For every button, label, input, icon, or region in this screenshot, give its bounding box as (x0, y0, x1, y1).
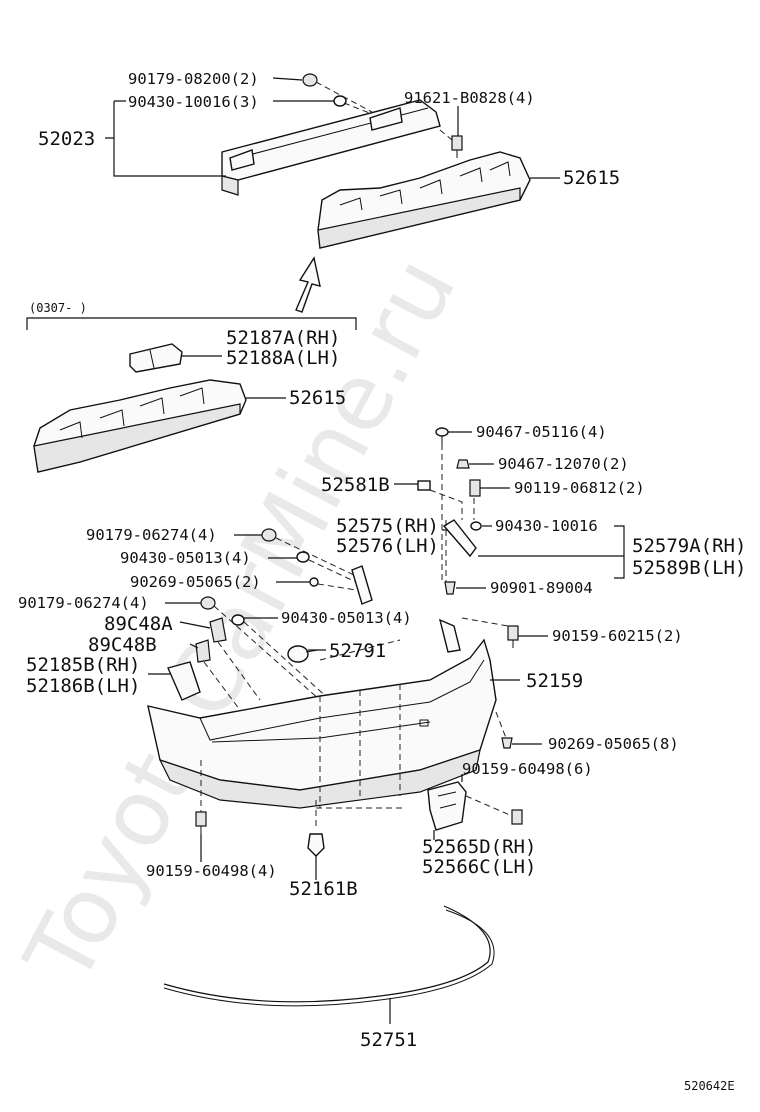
label-90159-60215: 90159-60215(2) (552, 627, 683, 645)
support-52575[interactable] (442, 519, 477, 558)
label-90269-05065-8: 90269-05065(8) (548, 735, 679, 753)
label-52589B: 52589B(LH) (632, 557, 746, 579)
label-52187A: 52187A(RH) (226, 327, 340, 349)
bracket-89C48A[interactable] (209, 617, 227, 643)
label-90430-05013-a: 90430-05013(4) (120, 549, 251, 567)
absorber-52615-mid[interactable] (33, 379, 247, 473)
bracket-89C48B[interactable] (195, 639, 211, 663)
absorber-52615-top[interactable] (317, 151, 531, 249)
reinforcement-52023[interactable] (221, 99, 441, 196)
bracket-52565D[interactable] (427, 781, 467, 831)
label-52791: 52791 (329, 640, 386, 662)
label-52615-top: 52615 (563, 167, 620, 189)
label-52615-mid: 52615 (289, 387, 346, 409)
label-90269-05065-2: 90269-05065(2) (130, 573, 261, 591)
label-52579A: 52579A(RH) (632, 535, 746, 557)
label-90119-06812: 90119-06812(2) (514, 479, 645, 497)
bolt-90119-06812[interactable] (469, 479, 481, 497)
label-90179-08200: 90179-08200(2) (128, 70, 259, 88)
label-90901-89004: 90901-89004 (490, 579, 593, 597)
clip-52581B[interactable] (417, 480, 431, 491)
retainer-52185B[interactable] (167, 661, 201, 701)
bolt-90159-60498-4[interactable] (195, 811, 207, 834)
clip-90467-12070[interactable] (456, 459, 470, 469)
washer-90430-05013-a[interactable] (296, 551, 310, 563)
bolt-90179-08200[interactable] (302, 73, 318, 87)
label-90430-10016-3: 90430-10016(3) (128, 93, 259, 111)
label-90179-06274-a: 90179-06274(4) (86, 526, 217, 544)
direction-arrow (295, 256, 321, 313)
label-52576: 52576(LH) (336, 535, 439, 557)
label-52565D: 52565D(RH) (422, 836, 536, 858)
label-52186B: 52186B(LH) (26, 675, 140, 697)
label-52575: 52575(RH) (336, 515, 439, 537)
washer-90430-10016[interactable] (470, 521, 482, 531)
clip-52161B[interactable] (307, 833, 325, 857)
bracket-small-mid[interactable] (351, 565, 373, 605)
label-52751: 52751 (360, 1029, 417, 1051)
molding-52751[interactable] (163, 905, 495, 1007)
label-52023: 52023 (38, 128, 95, 150)
bolt-90179-06274-a[interactable] (261, 528, 277, 542)
label-52161B: 52161B (289, 878, 358, 900)
label-52185B: 52185B(RH) (26, 654, 140, 676)
label-90159-60498-4: 90159-60498(4) (146, 862, 277, 880)
label-52188A: 52188A(LH) (226, 347, 340, 369)
label-52581B: 52581B (321, 474, 390, 496)
clip-90269-05065-b[interactable] (501, 737, 513, 749)
clip-90467-05116[interactable] (435, 427, 449, 444)
label-90430-10016: 90430-10016 (495, 517, 598, 535)
label-52566C: 52566C(LH) (422, 856, 536, 878)
label-89C48A: 89C48A (104, 613, 173, 635)
bolt-90179-06274-b[interactable] (200, 596, 216, 610)
label-90430-05013-b: 90430-05013(4) (281, 609, 412, 627)
clip-90901-89004[interactable] (444, 581, 456, 595)
clip-90269-05065-a[interactable] (309, 577, 319, 587)
bolt-90159-60215[interactable] (507, 625, 519, 648)
washer-90430-05013-b[interactable] (231, 614, 245, 626)
label-90159-60498-6: 90159-60498(6) (462, 760, 593, 778)
retainer-52187A[interactable] (129, 343, 183, 373)
diagram-id: 520642E (684, 1079, 735, 1093)
label-52159: 52159 (526, 670, 583, 692)
label-90467-12070: 90467-12070(2) (498, 455, 629, 473)
sensor-52791[interactable] (287, 645, 319, 663)
label-91621-B0828: 91621-B0828(4) (404, 89, 535, 107)
label-date-range: (0307- ) (29, 301, 87, 315)
label-89C48B: 89C48B (88, 634, 157, 656)
label-90179-06274-b: 90179-06274(4) (18, 594, 149, 612)
bolt-91621-B0828[interactable] (451, 135, 463, 158)
label-90467-05116: 90467-05116(4) (476, 423, 607, 441)
bolt-90159-60498-6[interactable] (511, 809, 523, 825)
